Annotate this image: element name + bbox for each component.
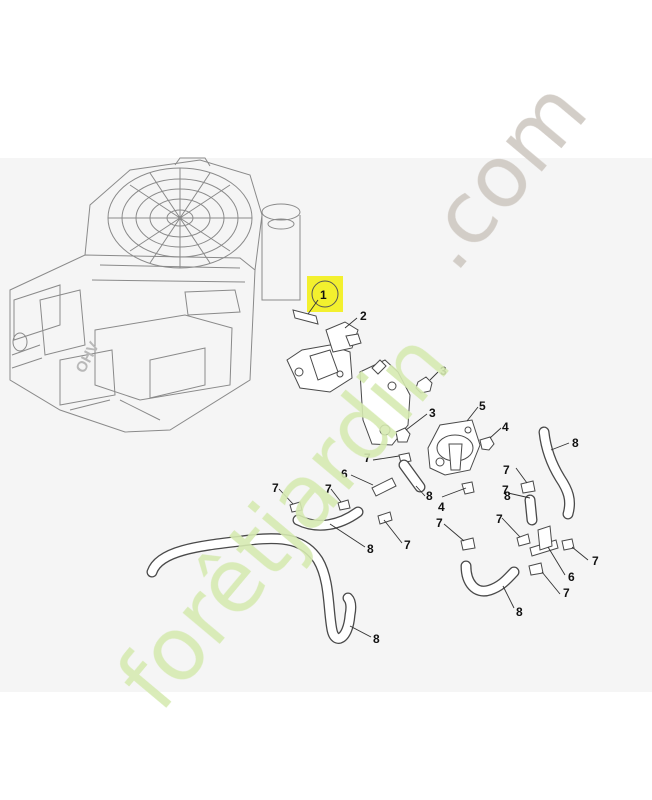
callout-7[interactable]: 7 (496, 512, 503, 526)
callout-8[interactable]: 8 (426, 489, 433, 503)
callout-7[interactable]: 7 (436, 516, 443, 530)
callout-1[interactable]: 1 (320, 288, 327, 302)
fasteners (289, 376, 575, 576)
callout-circle-1 (311, 280, 339, 308)
callout-7[interactable]: 7 (404, 538, 411, 552)
fuel-pump (427, 419, 481, 476)
callout-7[interactable]: 7 (364, 451, 371, 465)
callout-8[interactable]: 8 (504, 489, 511, 503)
callout-8[interactable]: 8 (367, 542, 374, 556)
callout-7[interactable]: 7 (325, 482, 332, 496)
callout-8[interactable]: 8 (516, 605, 523, 619)
callout-7[interactable]: 7 (502, 483, 509, 497)
callout-8[interactable]: 8 (572, 436, 579, 450)
callout-7[interactable]: 7 (272, 481, 279, 495)
carburetor-assembly (286, 309, 362, 393)
fuel-hoses (146, 426, 576, 644)
engine-illustration (9, 157, 301, 433)
callout-7[interactable]: 7 (592, 554, 599, 568)
callout-6[interactable]: 6 (568, 570, 575, 584)
mounting-bracket (359, 359, 411, 446)
callout-7[interactable]: 7 (563, 586, 570, 600)
callout-3[interactable]: 3 (440, 364, 447, 378)
callout-labels: 1 2 3 3 4 4 5 6 6 7 7 7 7 7 7 7 7 7 7 8 … (272, 288, 599, 646)
callout-3[interactable]: 3 (429, 406, 436, 420)
callout-4[interactable]: 4 (438, 500, 445, 514)
leader-lines (278, 299, 589, 638)
callout-4[interactable]: 4 (502, 420, 509, 434)
highlight-box (307, 276, 343, 312)
callout-5[interactable]: 5 (479, 399, 486, 413)
callout-2[interactable]: 2 (360, 309, 367, 323)
callout-8[interactable]: 8 (373, 632, 380, 646)
callout-7[interactable]: 7 (503, 463, 510, 477)
callout-6[interactable]: 6 (341, 467, 348, 481)
